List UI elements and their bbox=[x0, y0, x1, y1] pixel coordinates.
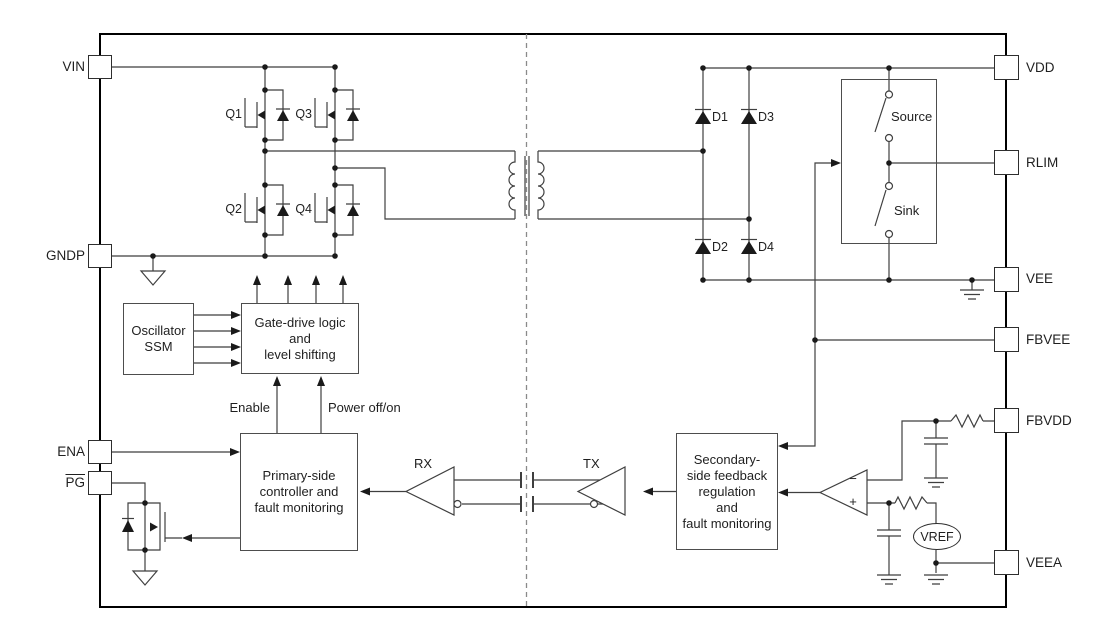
controller-arrows bbox=[112, 275, 347, 456]
q4-label: Q4 bbox=[295, 202, 312, 216]
d2-diode-icon bbox=[695, 238, 711, 254]
rlim-pin-label: RLIM bbox=[1026, 155, 1059, 170]
tx-buffer-icon bbox=[576, 466, 676, 516]
d1-diode-icon bbox=[695, 108, 711, 124]
oscillator-block: Oscillator SSM bbox=[123, 303, 194, 375]
vin-pin-label: VIN bbox=[62, 59, 85, 74]
transformer-icon bbox=[265, 150, 749, 220]
error-amp-minus-input: − bbox=[849, 471, 857, 486]
d4-label: D4 bbox=[758, 240, 774, 254]
d1-label: D1 bbox=[712, 110, 728, 124]
fbvdd-network bbox=[867, 413, 994, 488]
gndp-ground-icon bbox=[139, 256, 167, 286]
vdd-pin-label: VDD bbox=[1026, 60, 1055, 75]
ic-package-outline bbox=[99, 33, 1007, 608]
full-bridge bbox=[112, 66, 360, 257]
pg-pin-label: PG bbox=[65, 475, 85, 490]
fbvee-pin bbox=[994, 327, 1019, 352]
isolation-capacitor-links bbox=[453, 472, 603, 512]
tx-label: TX bbox=[583, 456, 600, 471]
q3-mosfet-icon bbox=[314, 89, 360, 141]
vref-ground-icon bbox=[924, 574, 948, 585]
q1-label: Q1 bbox=[225, 107, 242, 121]
vee-pin bbox=[994, 267, 1019, 292]
veea-pin-label: VEEA bbox=[1026, 555, 1063, 570]
secondary-feedback-block: Secondary- side feedback regulation and … bbox=[676, 433, 778, 550]
ena-pin-label: ENA bbox=[57, 444, 85, 459]
ena-pin bbox=[88, 440, 112, 464]
vee-earth-ground-icon bbox=[960, 289, 984, 300]
vin-pin bbox=[88, 55, 112, 79]
rx-buffer-icon bbox=[360, 466, 455, 516]
power-offon-signal-label: Power off/on bbox=[328, 400, 401, 415]
vref-network bbox=[867, 495, 994, 585]
current-limit-box bbox=[841, 79, 937, 244]
vee-pin-label: VEE bbox=[1026, 271, 1054, 286]
fbvdd-pin bbox=[994, 408, 1019, 433]
veea-pin bbox=[994, 550, 1019, 575]
junction-dots bbox=[142, 64, 975, 566]
error-amp-plus-input: + bbox=[849, 494, 857, 509]
gndp-pin bbox=[88, 244, 112, 268]
feedback-control-line bbox=[778, 159, 994, 450]
rlim-pin bbox=[994, 150, 1019, 175]
fbvdd-cap-ground-icon bbox=[924, 477, 948, 488]
vref-source: VREF bbox=[913, 523, 961, 550]
primary-controller-block: Primary-side controller and fault monito… bbox=[240, 433, 358, 551]
source-switch-label: Source bbox=[891, 109, 933, 124]
q4-mosfet-icon bbox=[314, 184, 360, 236]
q2-mosfet-icon bbox=[244, 184, 290, 236]
error-amp-icon bbox=[778, 469, 868, 516]
plus-input-cap-ground-icon bbox=[877, 574, 901, 585]
q2-label: Q2 bbox=[225, 202, 242, 216]
fbvee-pin-label: FBVEE bbox=[1026, 332, 1071, 347]
d4-diode-icon bbox=[741, 238, 757, 254]
d2-label: D2 bbox=[712, 240, 728, 254]
enable-signal-label: Enable bbox=[229, 400, 270, 415]
rx-label: RX bbox=[414, 456, 433, 471]
q3-label: Q3 bbox=[295, 107, 312, 121]
d3-label: D3 bbox=[758, 110, 774, 124]
rectifier-diodes bbox=[695, 68, 757, 280]
gndp-pin-label: GNDP bbox=[45, 248, 85, 263]
gate-drive-block: Gate-drive logic and level shifting bbox=[241, 303, 359, 374]
sink-switch-label: Sink bbox=[894, 203, 920, 218]
vdd-pin bbox=[994, 55, 1019, 80]
d3-diode-icon bbox=[741, 108, 757, 124]
pg-pin bbox=[88, 471, 112, 495]
pg-mosfet-icon bbox=[112, 482, 240, 586]
fbvdd-pin-label: FBVDD bbox=[1026, 413, 1072, 428]
q1-mosfet-icon bbox=[244, 89, 290, 141]
